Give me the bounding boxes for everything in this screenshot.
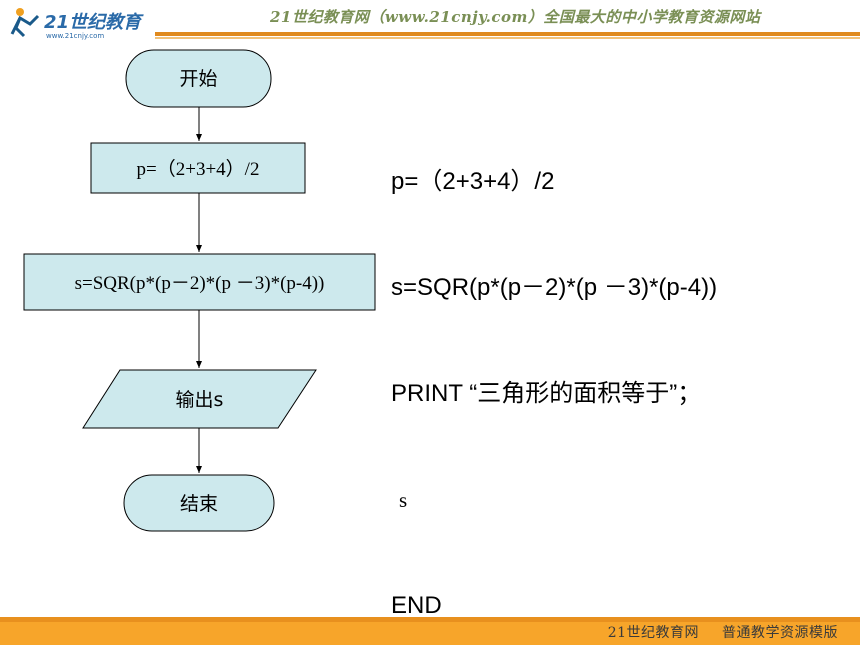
program-code: p=（2+3+4）/2 s=SQR(p*(p－2)*(p －3)*(p-4)) …: [391, 92, 717, 658]
runner-icon: [10, 8, 40, 38]
logo-url: www.21cnjy.com: [46, 32, 104, 40]
process-node-2: s=SQR(p*(p－2)*(p －3)*(p-4)): [23, 253, 376, 311]
header-bar: 21世纪教育 www.21cnjy.com 21世纪教育网（www.21cnjy…: [0, 0, 860, 44]
footer-site: 21世纪教育网: [607, 625, 700, 641]
footer-stripe: [0, 617, 860, 622]
logo-text: 21世纪教育: [44, 12, 144, 33]
site-banner: 21世纪教育网（www.21cnjy.com）全国最大的中小学教育资源网站: [270, 8, 761, 26]
process-node-1: p=（2+3+4）/2: [90, 142, 306, 194]
output-label: 输出s: [176, 389, 224, 411]
code-line-3: PRINT “三角形的面积等于”；: [391, 380, 702, 407]
process-2-label: s=SQR(p*(p－2)*(p －3)*(p-4)): [75, 273, 325, 294]
footer-text: 21世纪教育网 普通教学资源模版: [590, 622, 838, 642]
process-1-label: p=（2+3+4）/2: [137, 158, 260, 180]
end-label: 结束: [180, 493, 218, 515]
header-divider: [155, 32, 860, 36]
footer-template: 普通教学资源模版: [722, 625, 838, 641]
start-label: 开始: [179, 68, 217, 90]
code-line-4: s: [399, 488, 408, 512]
output-node: 输出s: [82, 369, 317, 429]
site-logo: 21世纪教育 www.21cnjy.com: [10, 8, 144, 40]
code-line-2: s=SQR(p*(p－2)*(p －3)*(p-4)): [391, 274, 718, 301]
header-divider-light: [155, 37, 860, 39]
end-node: 结束: [123, 474, 275, 532]
start-node: 开始: [125, 49, 272, 108]
footer-bar: 21世纪教育网 普通教学资源模版: [0, 617, 860, 645]
code-line-5: END: [391, 592, 442, 619]
code-line-1: p=（2+3+4）/2: [391, 168, 555, 195]
